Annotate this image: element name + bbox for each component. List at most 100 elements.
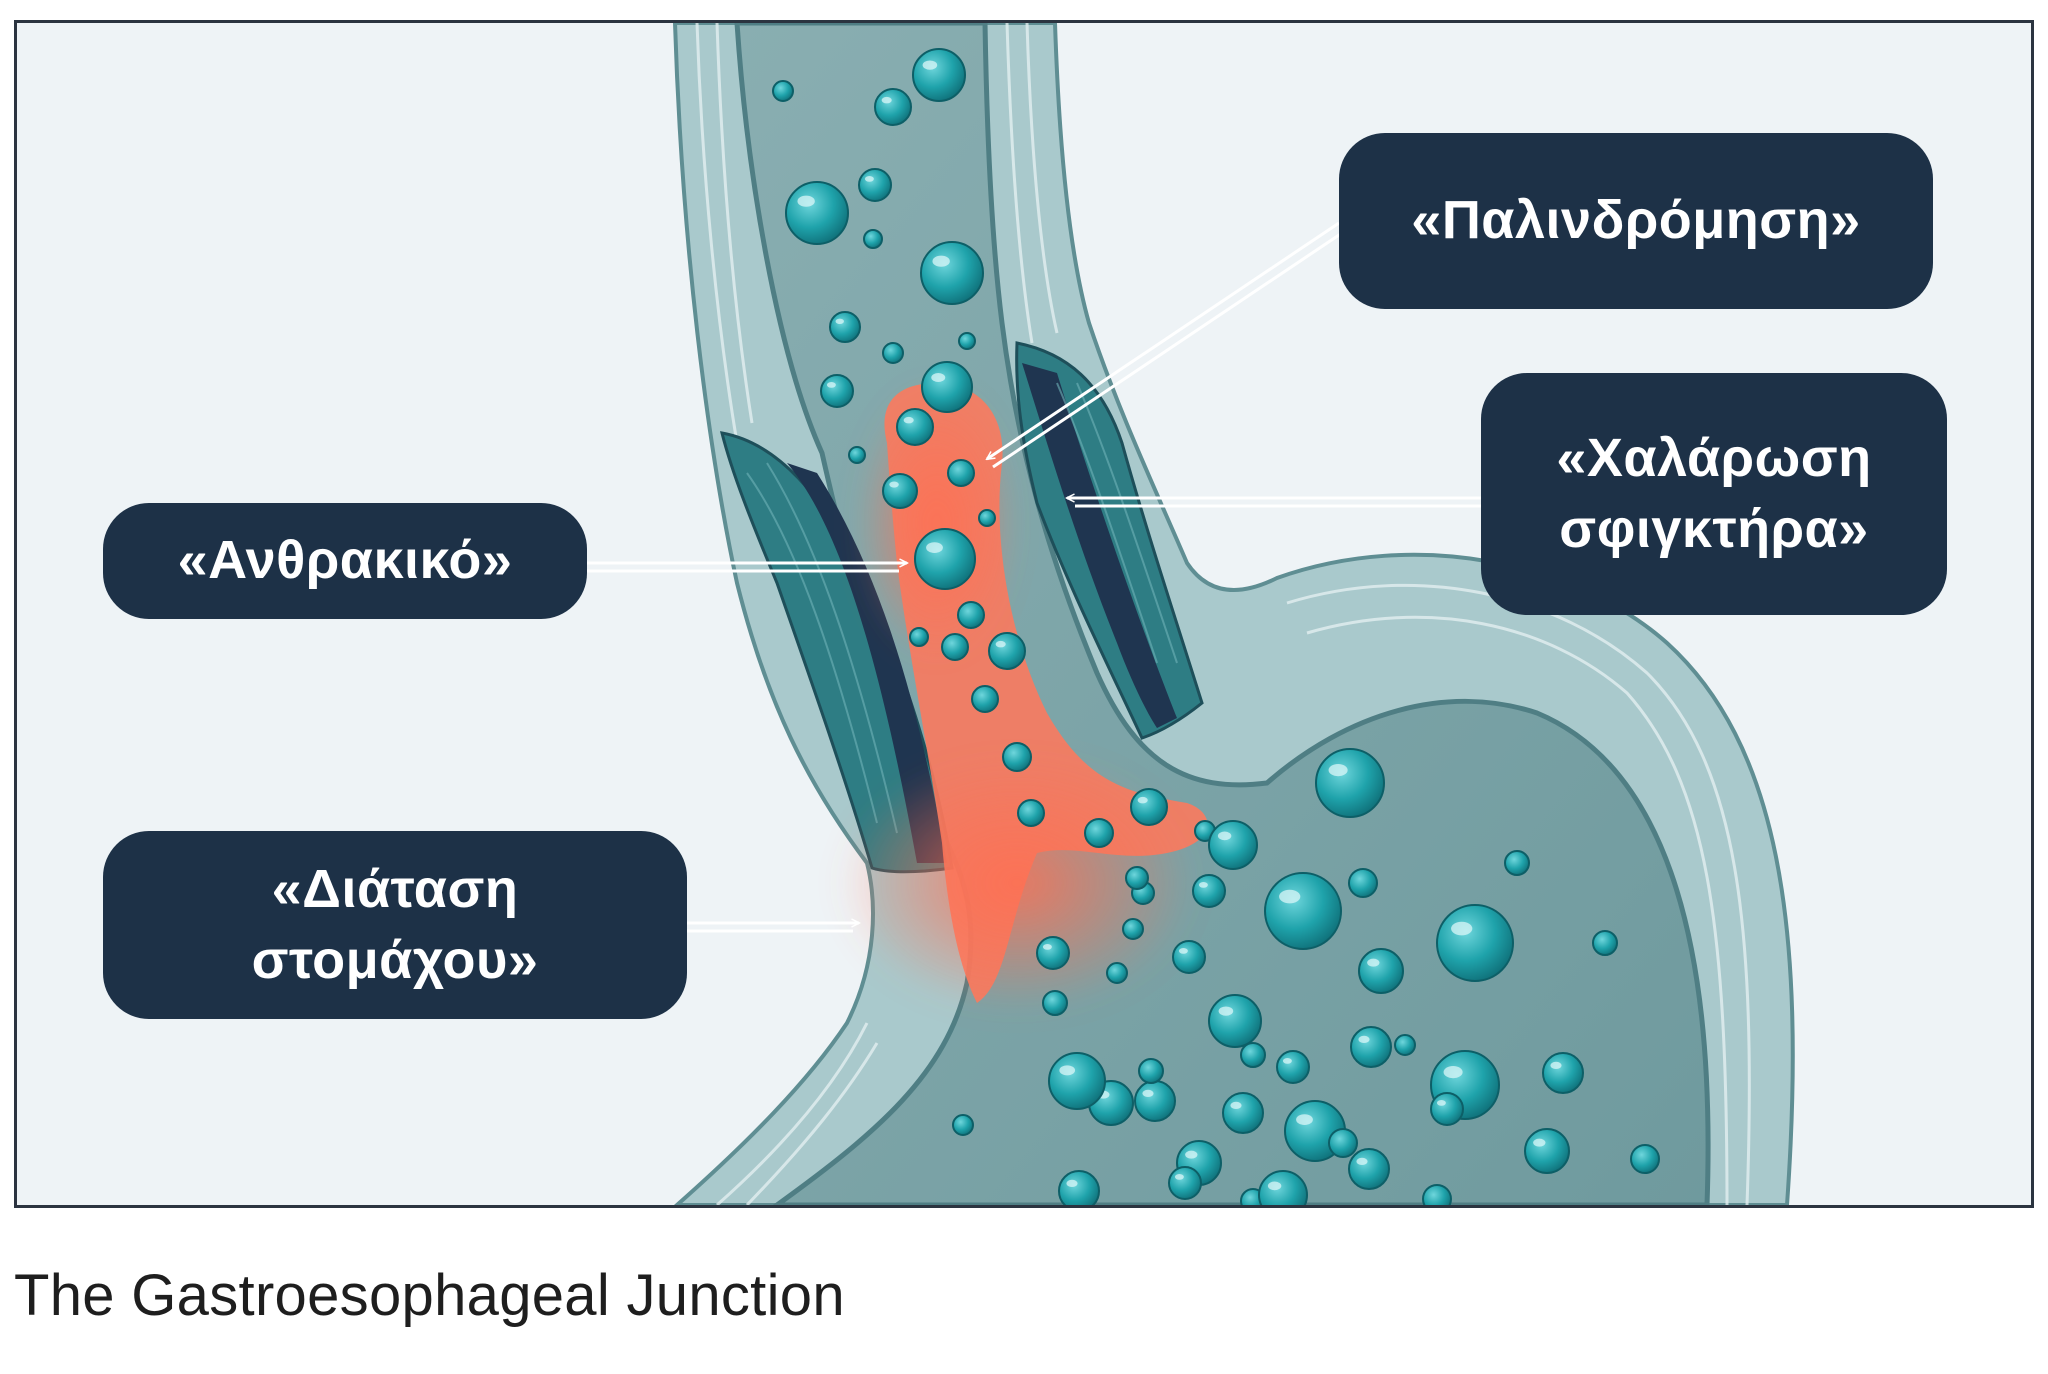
bubble-highlight: [1358, 1035, 1370, 1043]
gas-bubble: [1042, 990, 1068, 1016]
gas-bubble: [1436, 904, 1514, 982]
gas-bubble: [896, 408, 934, 446]
gas-bubble: [1017, 799, 1045, 827]
gas-bubble: [1542, 1052, 1584, 1094]
bubble-highlight: [922, 60, 938, 70]
bubble-highlight: [1356, 1157, 1368, 1165]
gas-bubble: [1592, 930, 1618, 956]
bubble-highlight: [1059, 1065, 1076, 1076]
bubble-highlight: [995, 640, 1006, 648]
gas-bubble: [1168, 1166, 1202, 1200]
leader-arrows: [587, 221, 1499, 933]
gas-bubble: [1048, 1052, 1106, 1110]
gas-bubble: [1130, 788, 1168, 826]
gas-bubble: [1258, 1170, 1308, 1205]
arrow-icon-distension: [687, 923, 859, 933]
gas-bubble: [921, 361, 973, 413]
gas-bubble: [958, 332, 976, 350]
bubble-highlight: [1198, 882, 1208, 888]
bubble-highlight: [926, 542, 943, 553]
gas-bubble: [1276, 1050, 1310, 1084]
gas-bubble: [1134, 1080, 1176, 1122]
gas-bubble: [1208, 994, 1262, 1048]
gas-bubble: [1138, 1058, 1164, 1084]
bubble-highlight: [1142, 1089, 1154, 1097]
gas-bubble: [785, 181, 849, 245]
bubble-highlight: [1042, 944, 1052, 950]
callout-stomach-distension: «Διάταση στομάχου»: [103, 831, 687, 1019]
arrow-icon-sphincter: [1067, 498, 1499, 508]
gas-bubble: [1350, 1026, 1392, 1068]
bubble-highlight: [1066, 1179, 1078, 1187]
gas-bubble: [1058, 1170, 1100, 1205]
gas-bubble: [829, 311, 861, 343]
wall-texture: [695, 23, 1751, 1205]
gas-bubble: [912, 48, 966, 102]
gas-bubble: [971, 685, 999, 713]
gas-bubble: [909, 627, 929, 647]
gas-bubble: [1348, 1148, 1390, 1190]
arrow-icon-carbonated: [587, 563, 907, 573]
callout-carbonated: «Ανθρακικό»: [103, 503, 587, 619]
callout-reflux: «Παλινδρόμηση»: [1339, 133, 1933, 309]
arrow-icon-reflux: [987, 221, 1346, 469]
bubble-highlight: [1328, 763, 1348, 777]
bubble-highlight: [1367, 958, 1380, 967]
bubble-highlight: [1185, 1150, 1198, 1159]
gas-bubble: [1240, 1042, 1266, 1068]
callout-distension-line1: «Διάταση: [271, 858, 519, 919]
bubble-highlight: [826, 382, 836, 388]
gas-bubble: [957, 601, 985, 629]
bubble-highlight: [1550, 1061, 1562, 1069]
bubble-highlight: [1451, 921, 1473, 936]
bubble-highlight: [1436, 1100, 1446, 1106]
gas-bubble: [1358, 948, 1404, 994]
diagram-figure: «Παλινδρόμηση» «Χαλάρωση σφιγκτήρα» «Ανθ…: [14, 20, 2034, 1208]
gas-bubble: [772, 80, 794, 102]
gas-bubble: [1430, 1092, 1464, 1126]
callout-distension-line2: στομάχου»: [251, 930, 539, 990]
gas-bubble: [863, 229, 883, 249]
gas-bubble: [1504, 850, 1530, 876]
gas-bubble: [1106, 962, 1128, 984]
gas-bubble: [1122, 918, 1144, 940]
gas-bubble: [1422, 1184, 1452, 1205]
bubble-highlight: [1443, 1065, 1463, 1079]
gas-bubble: [874, 88, 912, 126]
bubble-highlight: [1218, 1006, 1234, 1016]
gas-bubble: [914, 528, 976, 590]
gas-bubble: [1192, 874, 1226, 908]
gas-bubble: [1172, 940, 1206, 974]
gas-bubble: [820, 374, 854, 408]
callout-sphincter-relaxation: «Χαλάρωση σφιγκτήρα»: [1481, 373, 1947, 615]
gas-bubble: [1208, 820, 1258, 870]
gas-bubble: [952, 1114, 974, 1136]
gas-bubble: [1002, 742, 1032, 772]
gas-bubble: [1630, 1144, 1660, 1174]
bubble-highlight: [1230, 1101, 1242, 1109]
bubble-highlight: [864, 176, 874, 182]
gas-bubble: [978, 509, 996, 527]
gas-bubble: [882, 473, 918, 509]
gas-bubble: [1315, 748, 1385, 818]
bubble-highlight: [1174, 1174, 1184, 1180]
callout-reflux-text: «Παλινδρόμηση»: [1411, 190, 1861, 251]
bubble-highlight: [797, 195, 815, 207]
bubble-highlight: [1282, 1058, 1292, 1064]
callout-sphincter-line1: «Χαλάρωση: [1556, 427, 1872, 488]
bubble-highlight: [931, 373, 946, 382]
bubble-highlight: [1279, 889, 1301, 904]
bubble-highlight: [889, 481, 899, 488]
callout-sphincter-line2: σφιγκτήρα»: [1559, 499, 1869, 559]
gas-bubble: [941, 633, 969, 661]
gej-illustration: [587, 23, 1795, 1205]
figure-caption: The Gastroesophageal Junction: [14, 1263, 845, 1328]
gas-bubble: [1328, 1128, 1358, 1158]
gas-bubbles: [772, 48, 1660, 1205]
gas-bubble: [848, 446, 866, 464]
gas-bubble: [1394, 1034, 1416, 1056]
bubble-highlight: [1137, 796, 1148, 804]
bubble-highlight: [932, 255, 950, 267]
gas-bubble: [1125, 866, 1149, 890]
gas-bubble: [920, 241, 984, 305]
